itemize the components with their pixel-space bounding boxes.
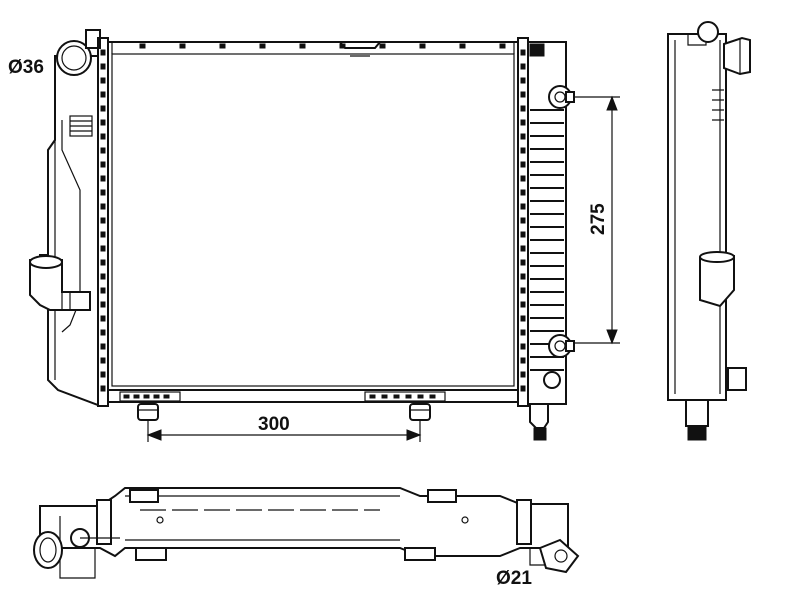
header-tick [520,371,526,378]
header-tick [520,287,526,294]
bottom-strip-tick [163,394,170,399]
header-tick [520,105,526,112]
header-tick [100,371,106,378]
header-tick [100,175,106,182]
header-tick [100,49,106,56]
bottom-strip-tick [153,394,160,399]
top-strip-tick [179,43,186,49]
header-tick [100,259,106,266]
header-tick [520,161,526,168]
header-tick [520,245,526,252]
header-tick [100,231,106,238]
width-dimension-label: 300 [258,414,290,435]
bottom-strip-tick [417,394,424,399]
header-tick [100,119,106,126]
bottom-strip-tick [429,394,436,399]
header-tick [100,385,106,392]
header-tick [100,189,106,196]
top-strip-tick [459,43,466,49]
bottom-strip-tick [381,394,388,399]
header-tick [520,77,526,84]
lower-boss [548,334,575,358]
header-tick [100,105,106,112]
header-tick [100,217,106,224]
top-strip-tick [299,43,306,49]
header-tick [520,315,526,322]
dimension-lines [146,95,620,442]
header-tick [520,231,526,238]
header-tick [520,217,526,224]
header-tick [520,119,526,126]
header-tick [520,203,526,210]
header-tick [100,301,106,308]
top-strip-tick [139,43,146,49]
top-strip-tick [259,43,266,49]
header-tick [520,133,526,140]
inlet-diameter-label: Ø36 [8,57,44,78]
header-tick [100,203,106,210]
header-tick [100,91,106,98]
header-tick [520,189,526,196]
header-tick [100,161,106,168]
filler-cap [56,29,101,76]
header-tick [100,77,106,84]
header-tick [100,133,106,140]
bottom-view [33,487,580,579]
header-tick [100,63,106,70]
header-tick [520,343,526,350]
header-tick [520,175,526,182]
height-dimension-label: 275 [588,203,609,235]
bottom-view-cap [33,528,120,569]
header-tick [520,385,526,392]
upper-boss [548,85,575,109]
radiator-core [107,41,519,403]
top-strip-tick [379,43,386,49]
header-tick [100,147,106,154]
header-tick [520,259,526,266]
header-tick [100,245,106,252]
bottom-strip-tick [369,394,376,399]
header-tick [520,273,526,280]
top-strip-tick [219,43,226,49]
side-view [667,21,751,441]
front-view [29,29,575,441]
bottom-strip-tick [133,394,140,399]
header-tick [100,315,106,322]
lower-inlet-pipe [29,255,91,311]
bottom-strip-tick [405,394,412,399]
header-tick [520,329,526,336]
header-tick [100,273,106,280]
header-tick [520,147,526,154]
header-tick [100,343,106,350]
header-tick [520,63,526,70]
bottom-strip-tick [123,394,130,399]
top-strip-tick [499,43,506,49]
header-tick [100,357,106,364]
header-tick [100,287,106,294]
drain-outlet [529,403,549,441]
header-tick [520,301,526,308]
header-tick [100,329,106,336]
bottom-strip-tick [393,394,400,399]
header-tick [520,357,526,364]
bottom-strip-tick [143,394,150,399]
header-tick [520,49,526,56]
top-strip-tick [339,43,346,49]
header-tick [520,91,526,98]
top-strip-tick [419,43,426,49]
outlet-diameter-label: Ø21 [496,568,532,589]
